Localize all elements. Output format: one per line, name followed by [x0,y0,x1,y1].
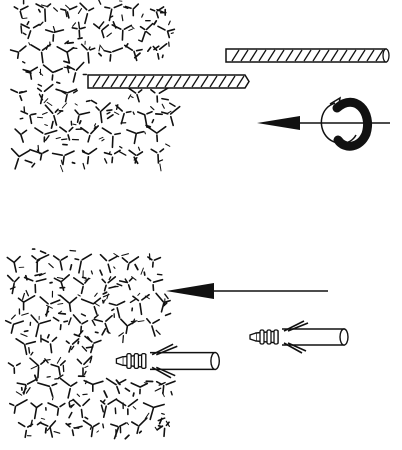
panel-insert-plug [4,248,349,440]
rotation-arrow-icon [320,96,372,151]
wall-plug-in-hole [115,343,221,379]
drill-bit-in-hole [87,74,250,89]
masonry-wall [9,0,181,173]
panel-drill [9,0,390,173]
masonry-wall [4,248,176,440]
drill-bit-icon [225,48,390,63]
wall-plug-icon [249,320,349,354]
arrow-left-icon [257,116,390,130]
arrow-left-icon [166,283,328,299]
